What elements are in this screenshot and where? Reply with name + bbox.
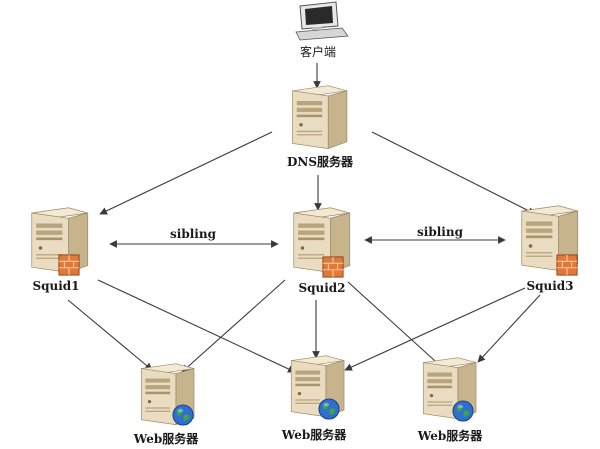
dns-node: DNS服务器 (287, 85, 354, 169)
web3-node: Web服务器 (417, 357, 484, 443)
squid3-label: Squid3 (526, 279, 573, 293)
sibling-label-right: sibling (417, 225, 464, 239)
firewall-icon (58, 254, 80, 276)
squid2-label: Squid2 (298, 281, 345, 295)
squid1-label: Squid1 (32, 279, 79, 293)
firewall-icon (322, 256, 344, 278)
client-node: 客户端 (295, 1, 349, 59)
squid1-node: Squid1 (31, 207, 89, 293)
web2-label: Web服务器 (281, 427, 348, 442)
sibling-label-left: sibling (170, 227, 217, 241)
globe-icon (172, 404, 194, 426)
web1-label: Web服务器 (133, 431, 200, 446)
globe-icon (452, 400, 474, 422)
edge-dns-squid1 (99, 131, 273, 215)
web3-label: Web服务器 (417, 428, 484, 443)
edge-squid1-web2 (97, 279, 296, 373)
firewall-icon (556, 254, 578, 276)
edges (67, 63, 541, 373)
computer-icon (295, 1, 349, 41)
edge-dns-squid3 (371, 131, 536, 215)
edge-squid2-web3 (347, 281, 446, 371)
globe-icon (318, 398, 340, 420)
edge-squid1-web1 (67, 299, 153, 371)
squid3-node: Squid3 (521, 205, 579, 293)
web2-node: Web服务器 (281, 355, 348, 442)
client-label: 客户端 (300, 44, 336, 59)
dns-label: DNS服务器 (287, 154, 354, 169)
web1-node: Web服务器 (133, 363, 200, 446)
edge-squid3-web3 (477, 294, 541, 363)
squid2-node: Squid2 (293, 207, 351, 295)
server-icon (292, 85, 348, 150)
edge-squid2-web1 (181, 279, 286, 373)
edge-squid3-web2 (344, 287, 526, 371)
